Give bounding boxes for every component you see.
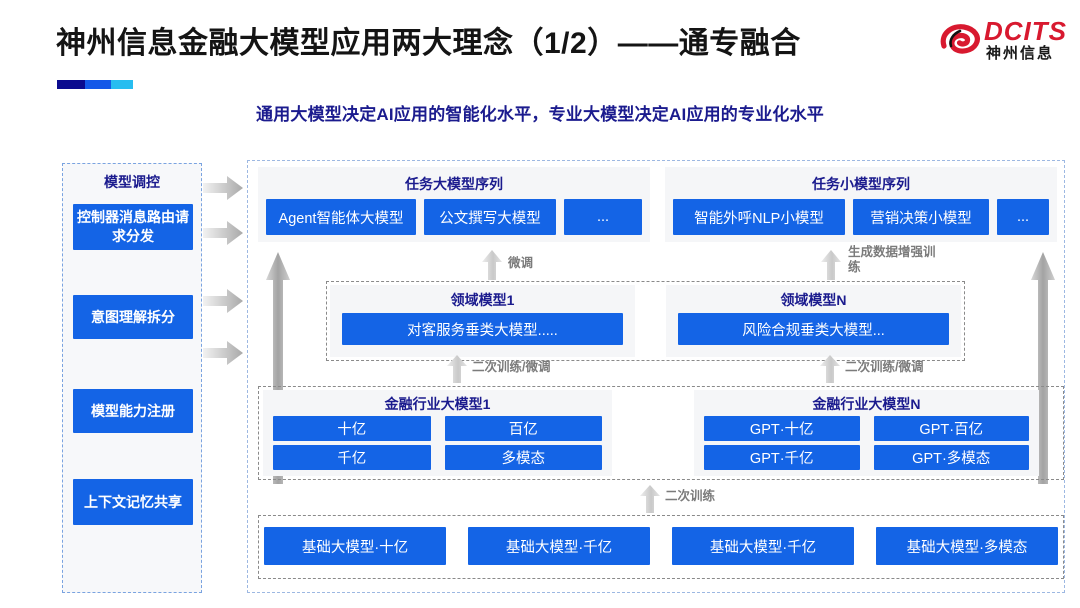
base-model-band (258, 515, 1064, 579)
flow-arrow-right-3 (203, 288, 243, 314)
flow-arrow-up-far-right (1030, 252, 1056, 484)
control-item-capability[interactable]: 模型能力注册 (73, 389, 193, 433)
flow-arrow-up-retrain-right (819, 355, 841, 383)
flow-arrow-right-2 (203, 220, 243, 246)
industry-chip-100-billion[interactable]: 千亿 (273, 445, 431, 470)
domain-model-band (326, 281, 965, 361)
industry-model-1: 金融行业大模型1 十亿 百亿 千亿 多模态 (263, 390, 612, 476)
arrow-label-data-aug: 生成数据增强训练 (848, 245, 936, 274)
domain-model-1: 领域模型1 对客服务垂类大模型..... (330, 285, 635, 357)
domain-model-n-chip[interactable]: 风险合规垂类大模型... (678, 313, 949, 345)
flow-arrow-right-1 (203, 175, 243, 201)
base-model-row: 基础大模型·十亿 基础大模型·千亿 基础大模型·千亿 基础大模型·多模态 (264, 527, 1058, 565)
control-panel: 模型调控 控制器消息路由请求分发 意图理解拆分 模型能力注册 上下文记忆共享 (62, 163, 202, 593)
task-chip-more-small[interactable]: ... (997, 199, 1049, 235)
control-item-context[interactable]: 上下文记忆共享 (73, 479, 193, 525)
slide-subtitle: 通用大模型决定AI应用的智能化水平，专业大模型决定AI应用的专业化水平 (256, 105, 824, 124)
industry-model-n-grid: GPT·十亿 GPT·百亿 GPT·千亿 GPT·多模态 (704, 416, 1029, 470)
domain-model-n-title: 领域模型N (780, 292, 847, 308)
base-chip-1-billion[interactable]: 基础大模型·十亿 (264, 527, 446, 565)
base-chip-multimodal[interactable]: 基础大模型·多模态 (876, 527, 1058, 565)
task-sequence-large-row: Agent智能体大模型 公文撰写大模型 ... (266, 199, 642, 235)
task-chip-doc-writing[interactable]: 公文撰写大模型 (424, 199, 556, 235)
company-logo: DCITS 神州信息 (938, 18, 1066, 70)
flow-arrow-up-finetune (481, 250, 503, 280)
logo-brand-text: DCITS (984, 16, 1067, 46)
task-sequence-large: 任务大模型序列 Agent智能体大模型 公文撰写大模型 ... (258, 167, 650, 242)
accent-segment-dark (57, 80, 85, 89)
flow-arrow-up-data-aug (820, 250, 842, 280)
domain-model-1-title: 领域模型1 (450, 292, 515, 308)
task-sequence-small: 任务小模型序列 智能外呼NLP小模型 营销决策小模型 ... (665, 167, 1057, 242)
base-chip-100-billion[interactable]: 基础大模型·千亿 (468, 527, 650, 565)
task-sequence-small-title: 任务小模型序列 (812, 176, 910, 192)
control-panel-title: 模型调控 (104, 174, 160, 190)
industry-chip-gpt-100-billion[interactable]: GPT·千亿 (704, 445, 860, 470)
page-title: 神州信息金融大模型应用两大理念（1/2）——通专融合 (56, 27, 801, 60)
industry-model-n: 金融行业大模型N GPT·十亿 GPT·百亿 GPT·千亿 GPT·多模态 (694, 390, 1039, 476)
task-chip-more[interactable]: ... (564, 199, 642, 235)
logo-sub-text: 神州信息 (986, 45, 1055, 62)
accent-bar (57, 80, 133, 89)
industry-chip-gpt-10-billion[interactable]: GPT·百亿 (873, 416, 1029, 441)
arrow-label-retrain-finetune-right: 二次训练/微调 (845, 360, 924, 374)
control-item-router[interactable]: 控制器消息路由请求分发 (73, 204, 193, 250)
task-chip-agent[interactable]: Agent智能体大模型 (266, 199, 416, 235)
arrow-label-finetune: 微调 (508, 256, 534, 270)
industry-model-1-title: 金融行业大模型1 (384, 396, 491, 412)
industry-chip-1-billion[interactable]: 十亿 (273, 416, 431, 441)
flow-arrow-up-retrain-left (446, 355, 468, 383)
flow-arrow-right-4 (203, 340, 243, 366)
flow-arrow-up-far-left (265, 252, 291, 484)
industry-chip-multimodal[interactable]: 多模态 (444, 445, 602, 470)
flow-arrow-up-retrain (639, 485, 661, 513)
base-chip-1000-billion[interactable]: 基础大模型·千亿 (672, 527, 854, 565)
slide-header: 神州信息金融大模型应用两大理念（1/2）——通专融合 DCITS 神州信息 (0, 0, 1080, 96)
arrow-label-retrain: 二次训练 (665, 489, 716, 503)
control-item-intent[interactable]: 意图理解拆分 (73, 295, 193, 339)
industry-model-n-title: 金融行业大模型N (812, 396, 921, 412)
industry-model-1-grid: 十亿 百亿 千亿 多模态 (273, 416, 602, 470)
accent-segment-cyan (111, 80, 133, 89)
accent-segment-mid (85, 80, 111, 89)
domain-model-1-chip[interactable]: 对客服务垂类大模型..... (342, 313, 623, 345)
task-chip-marketing-decision[interactable]: 营销决策小模型 (853, 199, 989, 235)
task-sequence-large-title: 任务大模型序列 (405, 176, 503, 192)
industry-chip-10-billion[interactable]: 百亿 (444, 416, 602, 441)
domain-model-n: 领域模型N 风险合规垂类大模型... (666, 285, 961, 357)
task-chip-outbound-nlp[interactable]: 智能外呼NLP小模型 (673, 199, 845, 235)
industry-chip-gpt-1-billion[interactable]: GPT·十亿 (704, 416, 860, 441)
industry-model-band (258, 386, 1064, 480)
architecture-container (247, 160, 1065, 593)
industry-chip-gpt-multimodal[interactable]: GPT·多模态 (873, 445, 1029, 470)
arrow-label-retrain-finetune-left: 二次训练/微调 (472, 360, 551, 374)
task-sequence-small-row: 智能外呼NLP小模型 营销决策小模型 ... (673, 199, 1049, 235)
dcits-swirl-logo-icon (938, 22, 982, 62)
